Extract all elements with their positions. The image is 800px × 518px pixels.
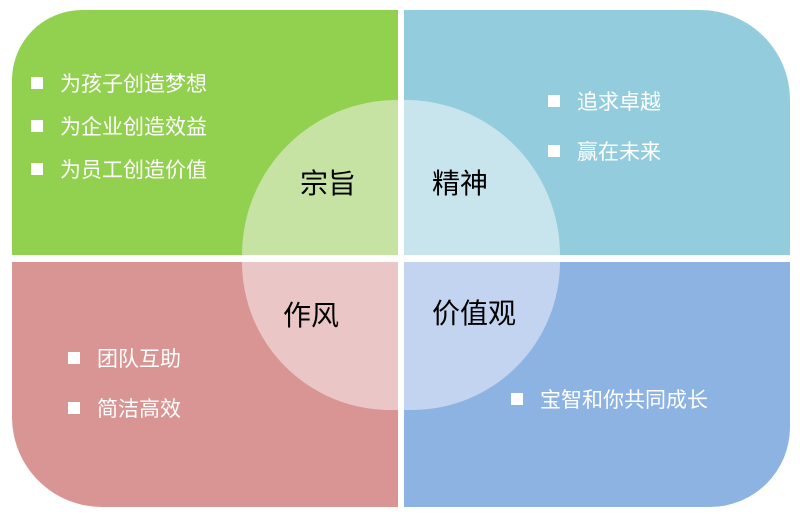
list-item: 简洁高效 [68,383,181,433]
bullet-square-icon [68,402,80,414]
bullet-square-icon [31,119,43,132]
list-item-text: 为孩子创造梦想 [60,71,207,96]
bullet-square-icon [548,145,560,157]
list-item: 为企业创造效益 [31,104,207,147]
list-item: 宝智和你共同成长 [511,384,708,414]
list-item: 为孩子创造梦想 [31,61,207,104]
list-item-text: 为企业创造效益 [60,114,207,139]
purpose-list: 为孩子创造梦想 为企业创造效益 为员工创造价值 [31,61,207,190]
list-item: 赢在未来 [548,126,661,176]
spirit-title: 精神 [432,167,489,200]
list-item-text: 简洁高效 [97,397,181,421]
bullet-square-icon [31,76,43,89]
list-item-text: 追求卓越 [577,90,661,114]
style-title: 作风 [283,299,340,332]
spirit-list: 追求卓越 赢在未来 [548,76,661,176]
bullet-square-icon [548,95,560,107]
list-item: 追求卓越 [548,76,661,126]
purpose-title: 宗旨 [300,167,357,200]
list-item: 团队互助 [68,333,181,383]
list-item: 为员工创造价值 [31,147,207,190]
list-item-text: 宝智和你共同成长 [540,388,708,412]
bullet-square-icon [511,393,523,405]
values-title: 价值观 [432,297,517,330]
values-list: 宝智和你共同成长 [511,384,708,414]
bullet-square-icon [31,162,43,175]
list-item-text: 赢在未来 [577,140,661,164]
list-item-text: 团队互助 [97,347,181,371]
bullet-square-icon [68,352,80,364]
style-list: 团队互助 简洁高效 [68,333,181,433]
list-item-text: 为员工创造价值 [60,157,207,182]
